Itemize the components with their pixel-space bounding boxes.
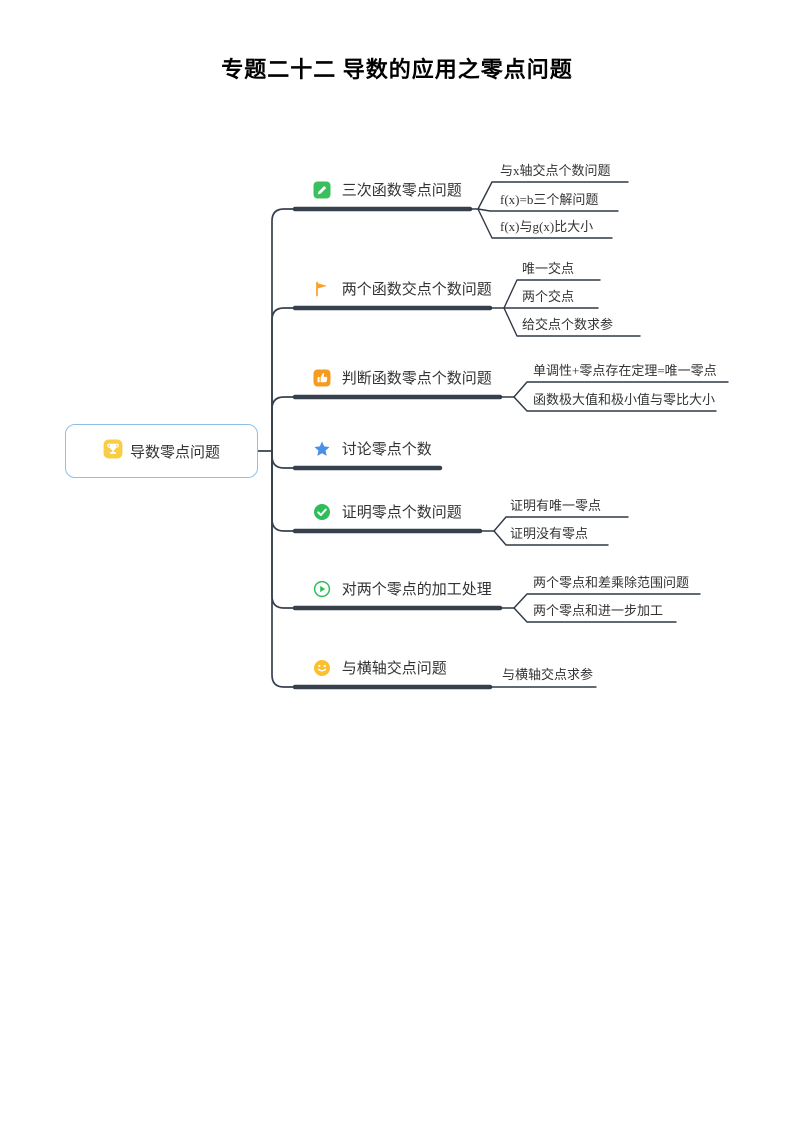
subtopic-label: 给交点个数求参 <box>522 317 614 332</box>
subtopic-7-1[interactable]: 与横轴交点求参 <box>502 666 593 684</box>
topic-label: 对两个零点的加工处理 <box>341 582 492 598</box>
subtopic-label: 两个交点 <box>522 289 575 304</box>
subtopic-label: 两个零点和进一步加工 <box>533 603 664 618</box>
subtopic-6-2[interactable]: 两个零点和进一步加工 <box>533 602 663 620</box>
subtopic-label: 函数极大值和极小值与零比大小 <box>533 392 716 407</box>
flag-icon <box>313 280 331 304</box>
smiley-icon <box>313 659 331 683</box>
topic-x-axis-intersection[interactable]: 与横轴交点问题 <box>313 659 447 683</box>
star-icon <box>313 440 331 464</box>
subtopic-2-3[interactable]: 给交点个数求参 <box>522 316 613 334</box>
subtopic-label: 与x轴交点个数问题 <box>500 163 611 178</box>
subtopic-label: f(x)=b三个解问题 <box>500 192 599 207</box>
subtopic-3-1[interactable]: 单调性+零点存在定理=唯一零点 <box>533 362 717 380</box>
page-title: 专题二十二 导数的应用之零点问题 <box>221 57 573 82</box>
topic-two-zeros-processing[interactable]: 对两个零点的加工处理 <box>313 580 492 604</box>
topic-judge-zero-count[interactable]: 判断函数零点个数问题 <box>313 369 492 393</box>
topic-label: 证明零点个数问题 <box>341 505 462 521</box>
subtopic-1-2[interactable]: f(x)=b三个解问题 <box>500 191 598 209</box>
subtopic-label: 证明有唯一零点 <box>510 498 602 513</box>
topic-two-function-intersections[interactable]: 两个函数交点个数问题 <box>313 280 492 304</box>
subtopic-label: 证明没有零点 <box>510 526 589 541</box>
subtopic-2-2[interactable]: 两个交点 <box>522 288 574 306</box>
root-node[interactable]: 导数零点问题 <box>65 424 258 478</box>
subtopic-label: 单调性+零点存在定理=唯一零点 <box>533 363 717 378</box>
topic-cubic-function-zeros[interactable]: 三次函数零点问题 <box>313 181 462 205</box>
play-icon <box>313 580 331 604</box>
subtopic-label: 唯一交点 <box>522 261 575 276</box>
subtopic-label: 两个零点和差乘除范围问题 <box>533 575 690 590</box>
topic-prove-zero-count[interactable]: 证明零点个数问题 <box>313 503 462 527</box>
root-label: 导数零点问题 <box>129 444 220 461</box>
subtopic-6-1[interactable]: 两个零点和差乘除范围问题 <box>533 574 689 592</box>
topic-label: 三次函数零点问题 <box>341 183 462 199</box>
subtopic-1-3[interactable]: f(x)与g(x)比大小 <box>500 218 593 236</box>
thumbs-up-icon <box>313 369 331 393</box>
topic-label: 两个函数交点个数问题 <box>341 282 492 298</box>
subtopic-5-2[interactable]: 证明没有零点 <box>510 525 588 543</box>
trophy-icon <box>103 439 123 464</box>
pencil-icon <box>313 181 331 205</box>
subtopic-5-1[interactable]: 证明有唯一零点 <box>510 497 601 515</box>
subtopic-2-1[interactable]: 唯一交点 <box>522 260 574 278</box>
topic-label: 与横轴交点问题 <box>341 661 447 677</box>
topic-discuss-zero-count[interactable]: 讨论零点个数 <box>313 440 432 464</box>
subtopic-1-1[interactable]: 与x轴交点个数问题 <box>500 162 611 180</box>
subtopic-label: 与横轴交点求参 <box>502 667 594 682</box>
topic-label: 讨论零点个数 <box>341 442 432 458</box>
topic-label: 判断函数零点个数问题 <box>341 371 492 387</box>
subtopic-label: f(x)与g(x)比大小 <box>500 219 594 234</box>
subtopic-3-2[interactable]: 函数极大值和极小值与零比大小 <box>533 391 715 409</box>
check-icon <box>313 503 331 527</box>
